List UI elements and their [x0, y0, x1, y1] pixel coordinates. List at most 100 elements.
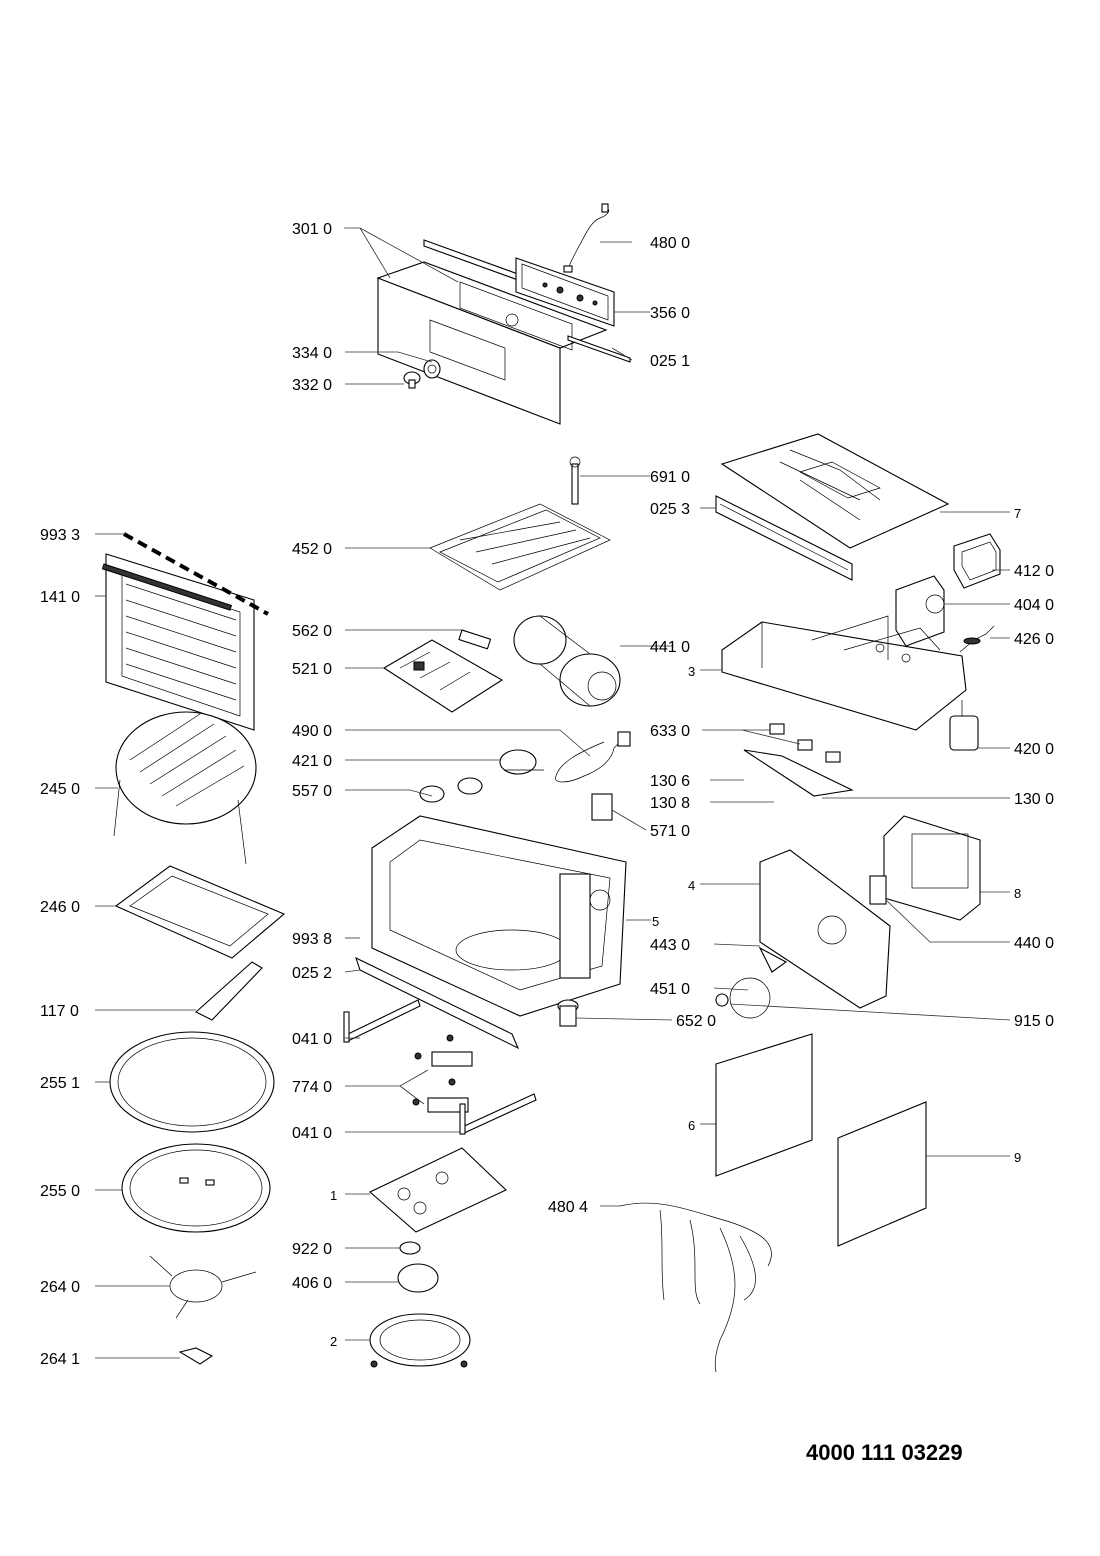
callout-490-0: 490 0 — [292, 723, 332, 740]
callout-8: 8 — [1014, 886, 1021, 901]
fuse-filter — [458, 629, 492, 650]
turntable-motor — [397, 1263, 439, 1293]
grill-reflector — [883, 815, 981, 921]
top-cover — [720, 433, 950, 549]
turntable-ring-base — [369, 1313, 471, 1368]
door-seal-strip — [123, 532, 269, 616]
callout-025-3: 025 3 — [650, 501, 690, 518]
wire-rack — [113, 711, 257, 865]
callout-993-8: 993 8 — [292, 931, 332, 948]
relay — [591, 793, 613, 821]
baking-tray — [114, 865, 286, 959]
coupler — [399, 1241, 421, 1255]
callout-130-0: 130 0 — [1014, 791, 1054, 808]
callout-4: 4 — [688, 878, 695, 893]
top-front-trim — [715, 495, 853, 581]
oven-door — [101, 553, 255, 731]
power-board — [382, 639, 504, 713]
callout-562-0: 562 0 — [292, 623, 332, 640]
callout-441-0: 441 0 — [650, 639, 690, 656]
control-panel-fascia — [376, 261, 608, 425]
drive-coupler — [178, 1347, 214, 1365]
magnetron — [895, 575, 945, 647]
side-runner-lower — [459, 1093, 537, 1135]
callout-117-0: 117 0 — [40, 1003, 79, 1020]
callout-264-1: 264 1 — [40, 1351, 80, 1368]
callout-652-0: 652 0 — [676, 1013, 716, 1030]
callout-130-8: 130 8 — [650, 795, 690, 812]
callout-1: 1 — [330, 1188, 337, 1203]
callout-7: 7 — [1014, 506, 1021, 521]
callout-245-0: 245 0 — [40, 781, 80, 798]
callout-356-0: 356 0 — [650, 305, 690, 322]
interlock-switches — [743, 723, 854, 797]
convection-fan-motor — [513, 615, 621, 707]
callout-521-0: 521 0 — [292, 661, 332, 678]
hv-capacitor — [949, 700, 979, 751]
callout-774-0: 774 0 — [292, 1079, 332, 1096]
tray-handle — [195, 961, 263, 1021]
callout-421-0: 421 0 — [292, 753, 332, 770]
hv-diode — [959, 625, 995, 653]
transformer — [953, 533, 1001, 589]
callout-301-0: 301 0 — [292, 221, 332, 238]
callout-025-2: 025 2 — [292, 965, 332, 982]
stirrer-motor — [557, 999, 579, 1027]
side-runner-upper — [343, 999, 421, 1043]
callout-993-3: 993 3 — [40, 527, 80, 544]
callout-130-6: 130 6 — [650, 773, 690, 790]
callout-255-0: 255 0 — [40, 1183, 80, 1200]
callout-labels: 301 0 480 0 356 0 334 0 025 1 332 0 691 … — [40, 221, 1054, 1368]
callout-443-0: 443 0 — [650, 937, 690, 954]
thermostats — [419, 777, 483, 803]
callout-5: 5 — [652, 914, 659, 929]
callout-452-0: 452 0 — [292, 541, 332, 558]
callout-480-4: 480 4 — [548, 1199, 588, 1216]
cavity-bottom-trim — [355, 956, 520, 1050]
oven-cavity — [371, 815, 627, 1017]
run-capacitor — [499, 749, 544, 775]
callout-412-0: 412 0 — [1014, 563, 1054, 580]
callout-420-0: 420 0 — [1014, 741, 1054, 758]
glass-plate — [121, 1143, 271, 1233]
callout-041-0-lower: 041 0 — [292, 1125, 332, 1142]
side-panel-right — [837, 1101, 927, 1247]
callout-404-0: 404 0 — [1014, 597, 1054, 614]
callout-246-0: 246 0 — [40, 899, 80, 916]
callout-571-0: 571 0 — [650, 823, 690, 840]
callout-264-0: 264 0 — [40, 1279, 80, 1296]
callout-915-0: 915 0 — [1014, 1013, 1054, 1030]
leader-lines — [95, 227, 1011, 1359]
callout-255-1: 255 1 — [40, 1075, 80, 1092]
roller-support — [149, 1255, 257, 1319]
callout-025-1: 025 1 — [650, 353, 690, 370]
heater-terminal — [869, 875, 887, 905]
mains-cable — [555, 731, 631, 783]
callout-2: 2 — [330, 1334, 337, 1349]
callout-922-0: 922 0 — [292, 1241, 332, 1258]
grill-element — [429, 456, 611, 591]
callout-141-0: 141 0 — [40, 589, 80, 606]
control-wire — [563, 203, 610, 273]
callout-041-0-upper: 041 0 — [292, 1031, 332, 1048]
control-board — [515, 257, 615, 327]
callout-9: 9 — [1014, 1150, 1021, 1165]
callout-691-0: 691 0 — [650, 469, 690, 486]
back-housing — [759, 849, 891, 1009]
chassis-frame — [721, 615, 967, 731]
callout-633-0: 633 0 — [650, 723, 690, 740]
turntable-ring-large — [109, 1031, 275, 1133]
callout-334-0: 334 0 — [292, 345, 332, 362]
knob — [403, 359, 441, 389]
callout-440-0: 440 0 — [1014, 935, 1054, 952]
callout-3: 3 — [688, 664, 695, 679]
callout-426-0: 426 0 — [1014, 631, 1054, 648]
side-panel-left — [715, 1033, 813, 1177]
callout-557-0: 557 0 — [292, 783, 332, 800]
callout-6: 6 — [688, 1118, 695, 1133]
wiring-harness — [619, 1202, 772, 1373]
callout-332-0: 332 0 — [292, 377, 332, 394]
callout-451-0: 451 0 — [650, 981, 690, 998]
mounting-brackets — [412, 1034, 473, 1113]
